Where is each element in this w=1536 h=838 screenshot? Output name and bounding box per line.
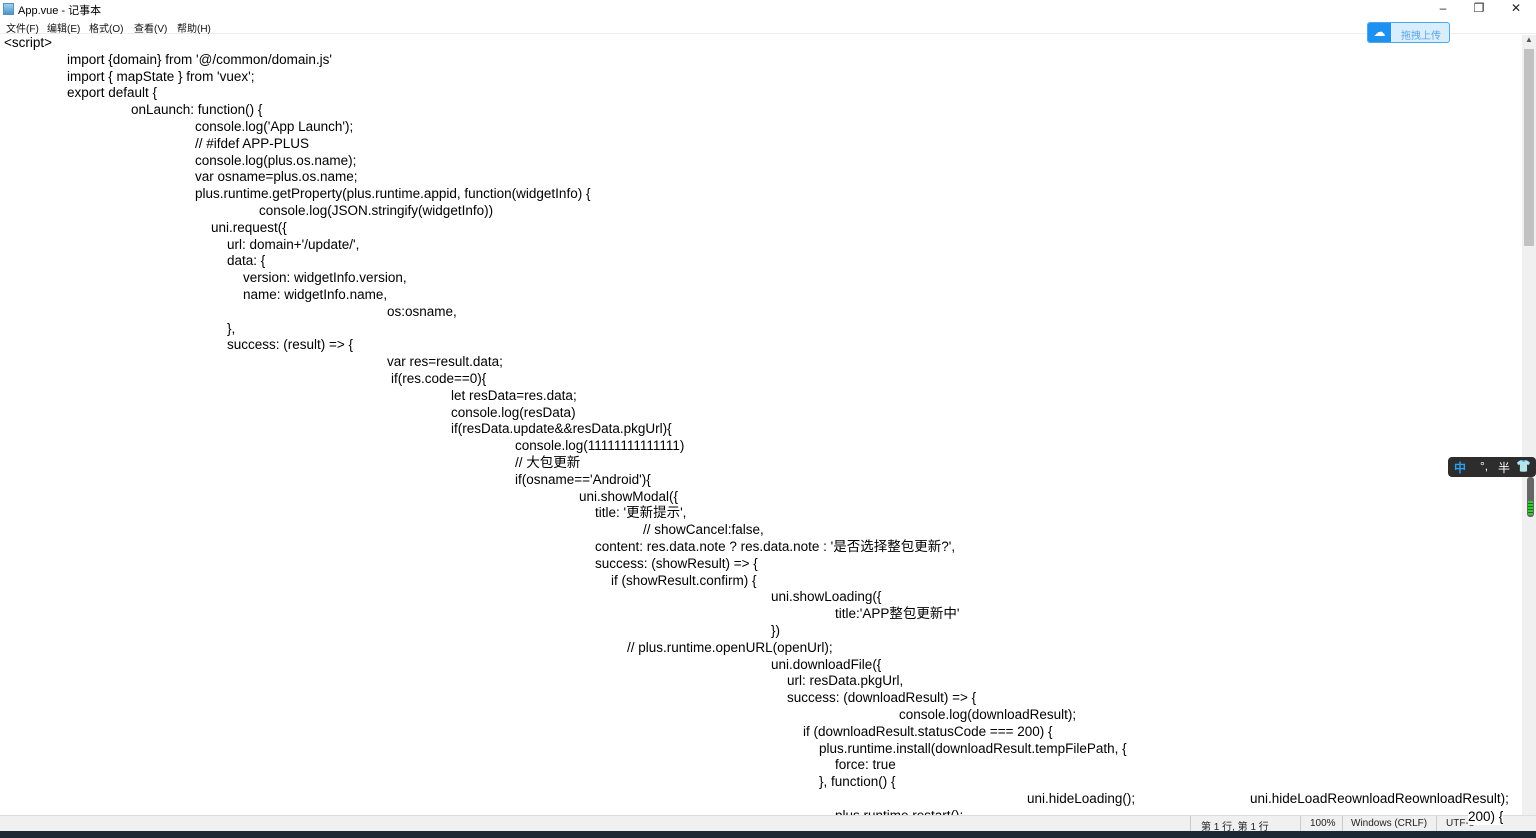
- title-bar: App.vue - 记事本 – ❐ ✕: [0, 0, 1536, 18]
- line-ending: Windows (CRLF): [1351, 818, 1428, 829]
- code-line: console.log('App Launch');: [195, 119, 354, 134]
- code-line: url: domain+'/update/',: [227, 236, 360, 252]
- code-line: uni.request({: [211, 219, 287, 235]
- ime-mode[interactable]: 中: [1454, 461, 1467, 475]
- code-line: if (showResult.confirm) {: [611, 572, 757, 588]
- code-line: var osname=plus.os.name;: [195, 169, 358, 185]
- encoding: UTF-8: [1446, 818, 1475, 829]
- notepad-icon: [3, 3, 14, 15]
- code-line: plus.runtime.install(downloadResult.temp…: [819, 740, 1127, 756]
- code-line: name: widgetInfo.name,: [243, 287, 388, 302]
- code-line: }): [771, 623, 781, 638]
- shirt-icon[interactable]: 👕: [1516, 459, 1531, 473]
- taskbar: [0, 831, 1536, 838]
- code-line: console.log(11111111111111): [515, 438, 685, 454]
- drag-upload-widget[interactable]: ☁ 拖拽上传: [1367, 22, 1450, 43]
- restore-button[interactable]: ❐: [1473, 1, 1485, 15]
- menu-help[interactable]: 帮助(H): [177, 24, 211, 35]
- minimize-button[interactable]: –: [1439, 1, 1447, 15]
- code-line: }, function() {: [819, 774, 896, 790]
- scrollbar-thumb[interactable]: [1524, 49, 1534, 246]
- cursor-position: 第 1 行, 第 1 行: [1201, 822, 1269, 833]
- code-line: success: (result) => {: [227, 337, 354, 353]
- code-line: plus.runtime.getProperty(plus.runtime.ap…: [195, 186, 591, 202]
- code-line: let resData=res.data;: [451, 387, 577, 403]
- vertical-scrollbar[interactable]: ▲: [1522, 35, 1536, 815]
- code-line: plus.runtime.restart();: [835, 808, 963, 815]
- code-line: url: resData.pkgUrl,: [787, 673, 904, 689]
- code-line: import { mapState } from 'vuex';: [67, 68, 255, 84]
- code-line: os:osname,: [387, 303, 457, 319]
- upload-label: 拖拽上传: [1401, 31, 1441, 42]
- code-line: <script>: [4, 35, 53, 50]
- ime-width[interactable]: 半: [1498, 461, 1511, 475]
- code-line: console.log(resData): [451, 404, 576, 420]
- code-line: force: true: [835, 757, 896, 773]
- menu-format[interactable]: 格式(O): [89, 24, 124, 35]
- text-editor[interactable]: <script> import {domain} from '@/common/d…: [0, 35, 1522, 815]
- code-line: import {domain} from '@/common/domain.js…: [67, 51, 332, 67]
- code-line: console.log(JSON.stringify(widgetInfo)): [259, 203, 494, 218]
- code-line: // plus.runtime.openURL(openUrl);: [627, 639, 833, 655]
- menu-file[interactable]: 文件(F): [6, 24, 39, 35]
- code-line: if(osname=='Android'){: [515, 471, 651, 487]
- code-line: uni.hideLoading();: [1027, 791, 1136, 806]
- menu-bar: 文件(F) 编辑(E) 格式(O) 查看(V) 帮助(H): [0, 18, 1536, 35]
- code-line: if (downloadResult.statusCode === 200) {: [803, 723, 1053, 739]
- code-line: success: (downloadResult) => {: [787, 690, 977, 706]
- menu-edit[interactable]: 编辑(E): [47, 24, 81, 35]
- code-line: // #ifdef APP-PLUS: [195, 135, 310, 151]
- code-line: var res=result.data;: [387, 354, 503, 370]
- status-bar: 第 1 行, 第 1 行 100% Windows (CRLF) UTF-8: [0, 815, 1536, 833]
- code-line: content: res.data.note ? res.data.note :…: [595, 539, 956, 554]
- code-line: title:'APP整包更新中': [835, 606, 960, 622]
- menu-view[interactable]: 查看(V): [134, 24, 168, 35]
- code-line: export default {: [67, 85, 158, 101]
- code-line: console.log(plus.os.name);: [195, 152, 357, 168]
- code-line: success: (showResult) => {: [595, 555, 758, 571]
- window-title: App.vue - 记事本: [18, 5, 102, 17]
- code-line: // showCancel:false,: [643, 522, 764, 538]
- code-line: data: {: [227, 253, 266, 269]
- code-line: title: '更新提示',: [595, 505, 687, 521]
- code-line: uni.showLoading({: [771, 589, 882, 605]
- ime-toolbar[interactable]: 中 °, 半 👕: [1448, 457, 1536, 477]
- code-line: console.log(downloadResult);: [899, 707, 1077, 722]
- code-line: onLaunch: function() {: [131, 102, 263, 118]
- code-line: if(resData.update&&resData.pkgUrl){: [451, 421, 672, 437]
- cloud-icon: ☁: [1368, 23, 1391, 42]
- ime-punct[interactable]: °,: [1480, 459, 1489, 473]
- code-line: version: widgetInfo.version,: [243, 270, 407, 286]
- zoom-level: 100%: [1310, 818, 1336, 829]
- render-artifact-text: 200) {: [1468, 809, 1504, 825]
- close-button[interactable]: ✕: [1510, 1, 1522, 15]
- ime-level-indicator: [1527, 477, 1534, 517]
- render-artifact-text: uni.hideLoadReownloadReownloadResult);: [1250, 791, 1509, 807]
- code-line: },: [227, 320, 236, 336]
- code-line: if(res.code==0){: [391, 371, 487, 386]
- code-line: // 大包更新: [515, 455, 581, 470]
- code-line: uni.downloadFile({: [771, 656, 882, 672]
- code-line: uni.showModal({: [579, 488, 679, 504]
- scroll-up-icon[interactable]: ▲: [1525, 35, 1533, 44]
